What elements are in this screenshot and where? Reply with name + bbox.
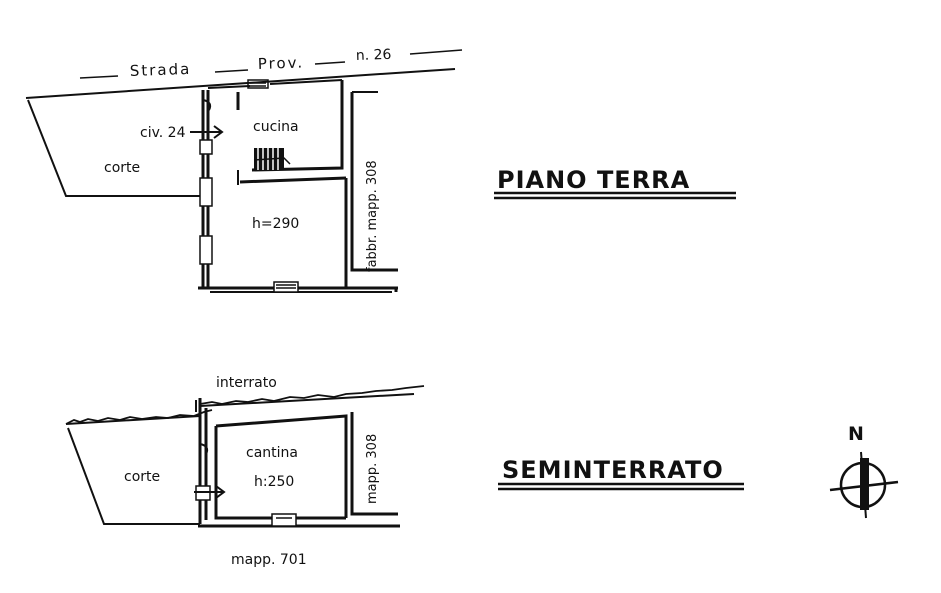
basement-title: SEMINTERRATO bbox=[502, 456, 724, 484]
ground-height-label: h=290 bbox=[252, 216, 299, 232]
basement-height-label: h:250 bbox=[254, 474, 294, 490]
ground-civ-label: civ. 24 bbox=[140, 125, 186, 141]
ground-floor-title: PIANO TERRA bbox=[497, 166, 690, 194]
stairs-symbol bbox=[253, 148, 291, 170]
basement-corte-label: corte bbox=[124, 469, 160, 485]
compass-north-label: N bbox=[848, 423, 865, 445]
ground-cucina-label: cucina bbox=[253, 119, 299, 135]
basement-adjacent-label: mapp. 308 bbox=[365, 434, 380, 504]
ground-floor-plan bbox=[27, 79, 398, 293]
basement-interrato-label: interrato bbox=[216, 375, 277, 391]
basement-cantina-label: cantina bbox=[246, 445, 298, 461]
road-label: Strada Prov. n. 26 bbox=[79, 47, 463, 80]
road-number-label: n. 26 bbox=[356, 47, 392, 64]
ground-adjacent-label: fabbr. mapp. 308 bbox=[365, 160, 380, 272]
basement-parcel-label: mapp. 701 bbox=[231, 552, 307, 568]
road-prov-label: Prov. bbox=[258, 53, 305, 73]
north-arrow-icon bbox=[829, 451, 899, 519]
ground-corte-label: corte bbox=[104, 160, 140, 176]
road-strada-label: Strada bbox=[130, 60, 192, 80]
basement-plan bbox=[65, 385, 425, 528]
road-edge-line bbox=[25, 68, 456, 99]
